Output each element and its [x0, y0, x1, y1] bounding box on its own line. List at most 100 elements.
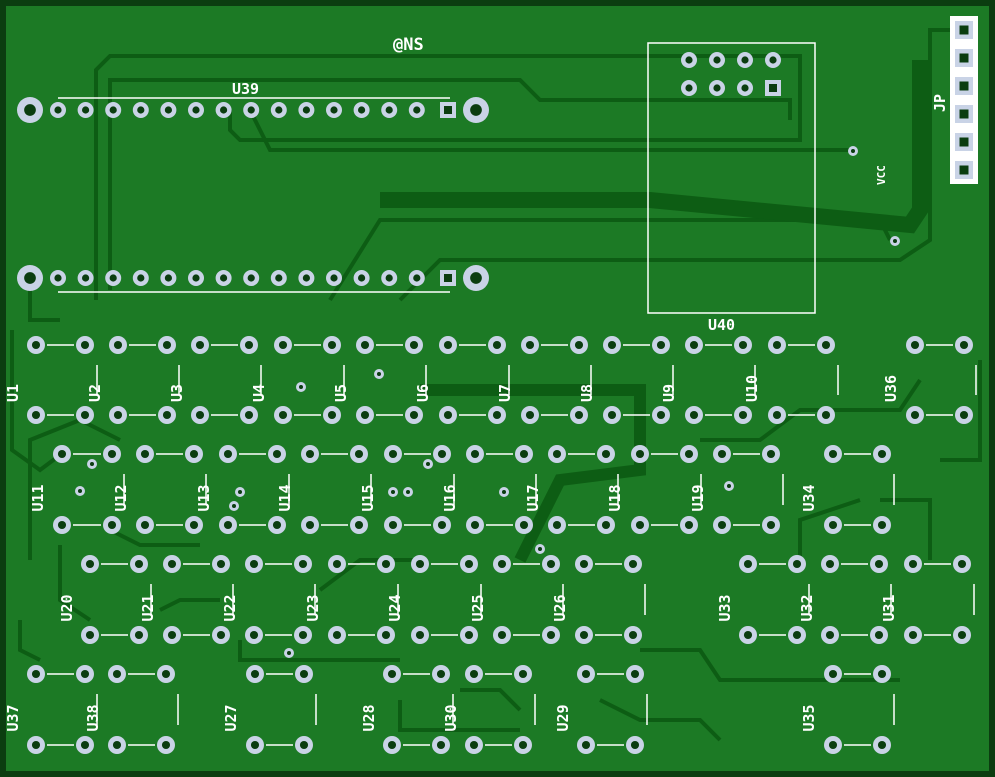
- pad-hole: [112, 669, 122, 679]
- pad-hole: [299, 740, 309, 750]
- label-u28: U28: [360, 704, 378, 731]
- pad-hole: [134, 559, 144, 569]
- pad-layer: [17, 21, 973, 754]
- pad-hole: [630, 669, 640, 679]
- pad-hole: [387, 669, 397, 679]
- pad-hole: [825, 630, 835, 640]
- label-u4: U4: [250, 384, 268, 402]
- label-u37: U37: [4, 704, 22, 731]
- pad-hole: [388, 449, 398, 459]
- pad-hole: [387, 740, 397, 750]
- pad-hole: [877, 520, 887, 530]
- pad-hole: [436, 740, 446, 750]
- label-u8: U8: [578, 384, 596, 402]
- pad-hole: [581, 740, 591, 750]
- label-u21: U21: [139, 594, 157, 621]
- pad-hole: [959, 109, 969, 119]
- pad-hole: [579, 559, 589, 569]
- label-u30: U30: [442, 704, 460, 731]
- pad-hole: [113, 340, 123, 350]
- pad-hole: [552, 520, 562, 530]
- pad-hole: [546, 630, 556, 640]
- pad-hole: [959, 25, 969, 35]
- via-hole: [851, 149, 855, 153]
- label-u33: U33: [716, 594, 734, 621]
- pad-hole: [959, 53, 969, 63]
- pad-hole: [327, 340, 337, 350]
- pad-hole: [443, 410, 453, 420]
- pad-hole: [769, 56, 777, 64]
- pad-hole: [244, 410, 254, 420]
- pad-hole: [635, 520, 645, 530]
- pad-hole: [54, 106, 62, 114]
- pad-hole: [717, 449, 727, 459]
- pad-hole: [957, 630, 967, 640]
- pad-hole: [574, 340, 584, 350]
- pad-hole: [601, 520, 611, 530]
- pad-hole: [278, 340, 288, 350]
- pad-hole: [164, 106, 172, 114]
- pad-hole: [769, 84, 777, 92]
- label-u31: U31: [880, 594, 898, 621]
- pad-hole: [330, 106, 338, 114]
- label-u24: U24: [386, 594, 404, 621]
- pad-hole: [82, 106, 90, 114]
- label-u38: U38: [84, 704, 102, 731]
- pad-hole: [497, 559, 507, 569]
- pad-hole: [275, 274, 283, 282]
- via-hole: [727, 484, 731, 488]
- label-u26: U26: [551, 594, 569, 621]
- pad-hole: [519, 449, 529, 459]
- pad-hole: [244, 340, 254, 350]
- via-hole: [90, 462, 94, 466]
- pad-hole: [470, 104, 482, 116]
- pad-hole: [772, 410, 782, 420]
- pad-hole: [959, 81, 969, 91]
- pad-hole: [332, 630, 342, 640]
- pad-hole: [54, 274, 62, 282]
- pad-hole: [743, 630, 753, 640]
- pad-hole: [908, 630, 918, 640]
- pad-hole: [828, 740, 838, 750]
- label-u27: U27: [222, 704, 240, 731]
- pad-hole: [220, 274, 228, 282]
- label-vcc: VCC: [875, 165, 888, 185]
- pad-hole: [685, 56, 693, 64]
- pad-hole: [581, 669, 591, 679]
- pad-hole: [821, 340, 831, 350]
- pad-hole: [821, 410, 831, 420]
- pad-hole: [354, 449, 364, 459]
- pad-hole: [272, 449, 282, 459]
- pad-hole: [628, 559, 638, 569]
- label-u22: U22: [221, 594, 239, 621]
- pad-hole: [470, 449, 480, 459]
- pad-hole: [80, 669, 90, 679]
- via-hole: [391, 490, 395, 494]
- pad-hole: [354, 520, 364, 530]
- label-u23: U23: [304, 594, 322, 621]
- pad-hole: [275, 106, 283, 114]
- pad-hole: [107, 520, 117, 530]
- label-u10: U10: [743, 375, 761, 402]
- label-u11: U11: [29, 484, 47, 511]
- pad-hole: [877, 740, 887, 750]
- pad-hole: [628, 630, 638, 640]
- pad-hole: [552, 449, 562, 459]
- pad-hole: [741, 84, 749, 92]
- pad-hole: [444, 274, 452, 282]
- pad-hole: [656, 340, 666, 350]
- pad-hole: [874, 630, 884, 640]
- pad-hole: [109, 106, 117, 114]
- label-u18: U18: [606, 484, 624, 511]
- pad-hole: [31, 340, 41, 350]
- pad-hole: [298, 630, 308, 640]
- pad-hole: [247, 106, 255, 114]
- pad-hole: [167, 630, 177, 640]
- via-hole: [538, 547, 542, 551]
- pad-hole: [519, 520, 529, 530]
- via-hole: [287, 651, 291, 655]
- pad-hole: [327, 410, 337, 420]
- label-u35: U35: [800, 704, 818, 731]
